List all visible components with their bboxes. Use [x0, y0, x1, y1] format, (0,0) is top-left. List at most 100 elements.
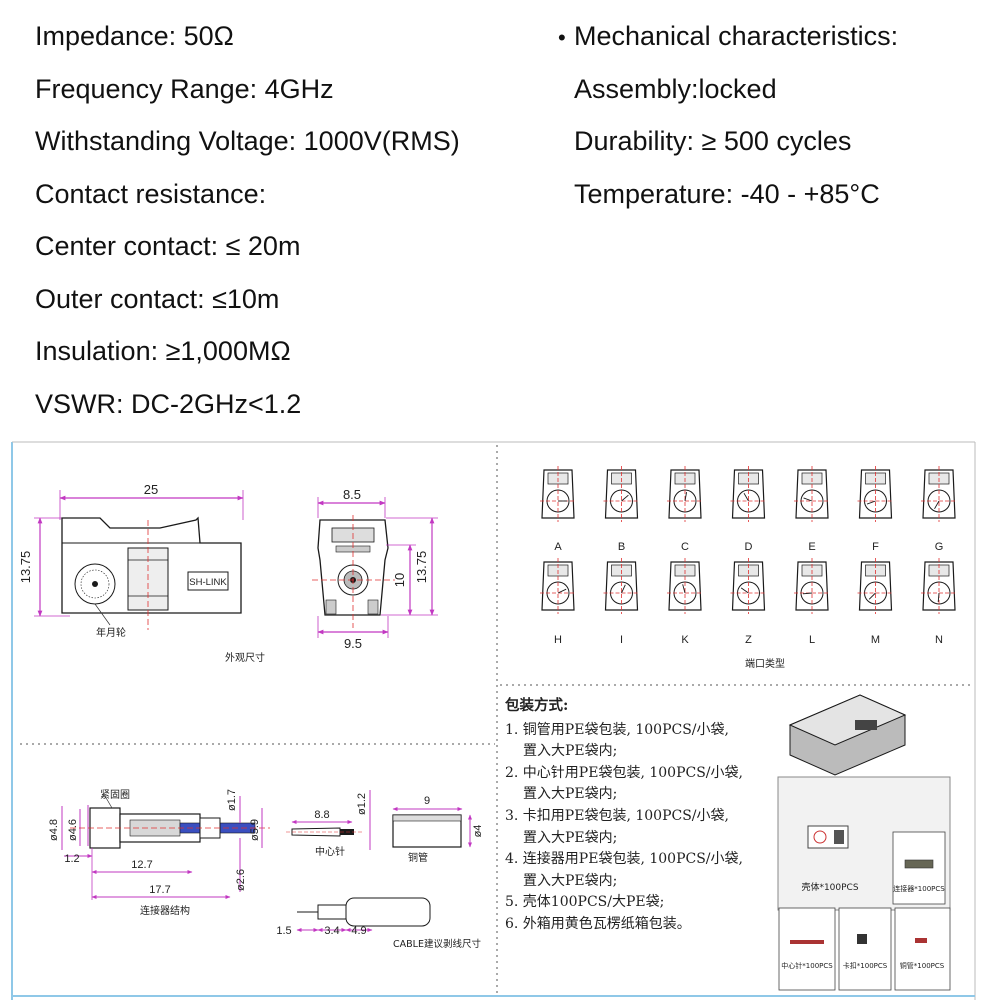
port-type-label: D: [745, 541, 753, 553]
box-label-copper-tube: 铜管*100PCS: [900, 961, 945, 970]
front-top-dimension: 8.5: [343, 487, 361, 502]
side-width-dimension: 25: [144, 482, 158, 497]
tube-diameter-dimension: ø4: [472, 825, 484, 838]
port-type-icon: [730, 558, 767, 614]
packing-line-3b: 置入大PE袋内;: [523, 829, 618, 846]
copper-tube: 9 ø4 铜管: [392, 795, 484, 864]
spec-durability: Durability: ≥ 500 cycles: [574, 126, 852, 156]
strip-dim-3-4: 3.4: [324, 925, 339, 937]
port-type-icon: [921, 558, 957, 614]
port-type-icon: [857, 558, 894, 614]
port-type-icon: [794, 558, 830, 614]
spec-outer-contact: Outer contact: ≤10m: [35, 283, 280, 314]
packing-title: 包装方式:: [505, 697, 569, 714]
connector-photo-icon: [855, 720, 877, 730]
port-type-label: E: [808, 541, 815, 553]
mechanical-heading-line: • Mechanical characteristics:: [558, 10, 898, 63]
technical-drawing: 25 13.75 SH-LINK 年月轮 外观尺寸 8.5: [11, 441, 976, 1000]
front-inner-dimension: 10: [392, 573, 407, 587]
port-type-icon: [667, 466, 703, 522]
dim-12-7: 12.7: [131, 859, 152, 871]
port-type-icon: [730, 466, 767, 522]
pin-diameter-dimension: ø1.2: [356, 793, 368, 815]
structure-caption: 连接器结构: [140, 904, 190, 917]
port-type-label: Z: [745, 634, 752, 646]
strip-dim-1-5: 1.5: [276, 925, 291, 937]
spec-insulation: Insulation: ≥1,000MΩ: [35, 336, 291, 366]
dim-dia-2-6: ø2.6: [235, 869, 247, 891]
packing-line-2b: 置入大PE袋内;: [523, 786, 618, 803]
port-type-label: I: [620, 634, 623, 646]
center-pin-caption: 中心针: [315, 845, 345, 858]
dim-dia-4-6: ø4.6: [67, 819, 79, 841]
front-view: 8.5 9.5 10 13.75: [312, 487, 438, 651]
port-type-label: K: [681, 634, 689, 646]
packing-line-1: 1. 铜管用PE袋包装, 100PCS/小袋,: [505, 721, 729, 738]
specs-left-column: Impedance: 50Ω Frequency Range: 4GHz Wit…: [35, 10, 460, 430]
side-view: 25 13.75 SH-LINK 年月轮 外观尺寸: [18, 482, 265, 664]
port-type-label: H: [554, 634, 562, 646]
spec-impedance: Impedance: 50Ω: [35, 21, 234, 51]
ferrule-label: 紧固圈: [100, 789, 130, 801]
copper-tube-caption: 铜管: [408, 851, 428, 864]
port-types-caption: 端口类型: [745, 657, 785, 670]
packing-instructions: 包装方式: 1. 铜管用PE袋包装, 100PCS/小袋, 置入大PE袋内; 2…: [505, 695, 743, 936]
connector-structure: ø4.8 ø4.6 紧固圈 ø1.7 ø5.9 ø2.6 1.2 12.7 17…: [48, 789, 270, 917]
packing-line-4: 4. 连接器用PE袋包装, 100PCS/小袋,: [505, 851, 743, 868]
port-type-label: C: [681, 541, 689, 553]
packing-line-2: 2. 中心针用PE袋包装, 100PCS/小袋,: [505, 764, 743, 781]
port-type-label: M: [871, 634, 880, 646]
box-label-housing: 壳体*100PCS: [801, 881, 858, 893]
port-type-icon: [794, 466, 830, 522]
port-type-icon: [603, 558, 640, 614]
front-bottom-dimension: 9.5: [344, 636, 362, 651]
front-outer-dimension: 13.75: [414, 551, 429, 584]
drawing-frame: [11, 441, 976, 1000]
bullet-icon: •: [558, 25, 566, 50]
spec-center-contact: Center contact: ≤ 20m: [35, 231, 301, 261]
spec-contact-resistance: Contact resistance:: [35, 178, 267, 209]
box-label-clip: 卡扣*100PCS: [843, 961, 888, 970]
dim-17-7: 17.7: [149, 884, 170, 896]
port-type-label: F: [872, 541, 879, 553]
specs-right-column: • Mechanical characteristics: Assembly:lo…: [558, 10, 898, 220]
dim-1-2: 1.2: [64, 853, 79, 865]
spec-withstanding-voltage: Withstanding Voltage: 1000V(RMS): [35, 126, 460, 156]
packing-line-3: 3. 卡扣用PE袋包装, 100PCS/小袋,: [505, 807, 729, 824]
port-type-icon: [857, 466, 894, 522]
port-type-icon: [667, 558, 703, 614]
box-label-center-pin: 中心针*100PCS: [781, 961, 833, 970]
spec-assembly: Assembly:locked: [574, 73, 777, 104]
port-type-icon: [603, 466, 640, 522]
port-type-label: G: [935, 541, 944, 553]
center-pin: 8.8 ø1.2 中心针: [286, 790, 371, 858]
mechanical-heading: Mechanical characteristics:: [574, 21, 899, 51]
port-type-icon: [540, 558, 576, 614]
cable-strip: 1.5 3.4 4.9 CABLE建议剥线尺寸: [276, 897, 481, 950]
spec-frequency-range: Frequency Range: 4GHz: [35, 73, 334, 104]
port-type-label: B: [618, 541, 625, 553]
port-type-label: A: [554, 541, 562, 553]
spec-temperature: Temperature: -40 - +85°C: [574, 178, 880, 209]
cable-strip-caption: CABLE建议剥线尺寸: [393, 938, 481, 950]
port-type-label: N: [935, 634, 943, 646]
box-label-connector: 连接器*100PCS: [893, 884, 945, 893]
dim-dia-5-9: ø5.9: [249, 819, 261, 841]
brand-label: SH-LINK: [189, 577, 227, 588]
port-type-icon: [540, 466, 576, 522]
side-view-caption: 外观尺寸: [225, 651, 265, 664]
packing-line-1b: 置入大PE袋内;: [523, 743, 618, 760]
dim-dia-4-8: ø4.8: [48, 819, 60, 841]
side-height-dimension: 13.75: [18, 551, 33, 584]
dim-dia-1-7: ø1.7: [226, 789, 238, 811]
port-type-icon: [921, 466, 957, 522]
pin-length-dimension: 8.8: [314, 809, 329, 821]
tube-length-dimension: 9: [424, 795, 430, 807]
spec-vswr: VSWR: DC-2GHz<1.2: [35, 388, 302, 419]
packing-line-4b: 置入大PE袋内;: [523, 872, 618, 889]
packing-line-6: 6. 外箱用黄色瓦楞纸箱包装。: [505, 915, 691, 932]
wheel-label: 年月轮: [96, 626, 126, 639]
packing-line-5: 5. 壳体100PCS/大PE袋;: [505, 894, 665, 911]
packaging-illustration: 壳体*100PCS 连接器*100PCS 中心针*100PCS 卡扣*100PC…: [777, 694, 951, 991]
